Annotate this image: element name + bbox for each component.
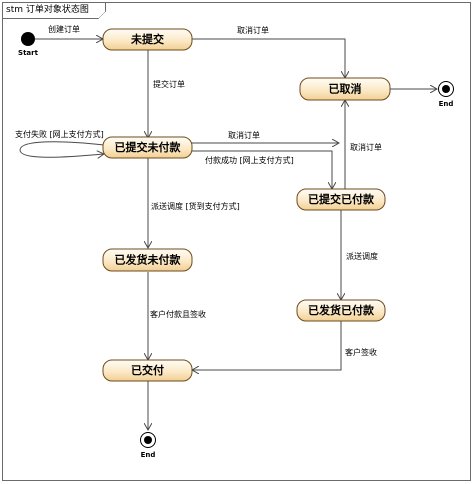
edge-shipped-paid-to-delivered: [192, 321, 342, 370]
diagram-title: stm 订单对象状态图: [3, 3, 106, 19]
state-label: 已提交已付款: [308, 192, 375, 206]
transition-label-cancel-order-mid: 取消订单: [228, 130, 260, 140]
state-label: 已取消: [329, 82, 362, 96]
state-label: 已提交未付款: [115, 140, 182, 154]
diagram-frame: stm 订单对象状态图: [2, 2, 471, 481]
end-label-right: End: [439, 100, 454, 108]
transition-label-pay-success: 付款成功 [网上支付方式]: [205, 155, 294, 165]
end-label-bottom: End: [141, 451, 156, 459]
state-shipped-unpaid: 已发货未付款: [102, 248, 193, 272]
state-submitted-paid: 已提交已付款: [296, 188, 386, 211]
start-label: Start: [18, 49, 39, 57]
transition-label-customer-sign: 客户签收: [345, 347, 377, 357]
transition-label-cancel-order-right: 取消订单: [350, 142, 382, 152]
transition-label-submit-order: 提交订单: [153, 79, 185, 89]
edge-pending-to-cancelled: [192, 38, 345, 78]
final-node-bottom: End: [140, 432, 156, 459]
state-shipped-paid: 已发货已付款: [296, 299, 386, 322]
transition-label-dispatch-cod: 派送调度 [货到支付方式]: [151, 201, 240, 211]
transition-label-dispatch: 派送调度: [346, 251, 378, 261]
state-label: 已发货未付款: [115, 253, 182, 267]
state-pending-submit: 未提交: [102, 28, 193, 51]
transition-label-pay-fail: 支付失败 [网上支付方式]: [15, 129, 104, 139]
final-node-right: End: [438, 81, 454, 108]
transition-label-customer-pay-sign: 客户付款且签收: [150, 309, 206, 319]
state-label: 已交付: [131, 363, 164, 377]
edge-payfail-selfloop: [19, 141, 104, 158]
state-label: 已发货已付款: [308, 303, 375, 317]
state-label: 未提交: [130, 32, 164, 46]
initial-node: Start: [18, 32, 39, 57]
state-delivered: 已交付: [102, 359, 193, 382]
transition-label-create-order: 创建订单: [48, 24, 80, 34]
state-submitted-unpaid: 已提交未付款: [102, 136, 193, 159]
transition-label-cancel-order-top: 取消订单: [237, 25, 269, 35]
edge-submitted-unpaid-to-submitted-paid: [192, 150, 332, 189]
state-cancelled: 已取消: [299, 77, 391, 101]
